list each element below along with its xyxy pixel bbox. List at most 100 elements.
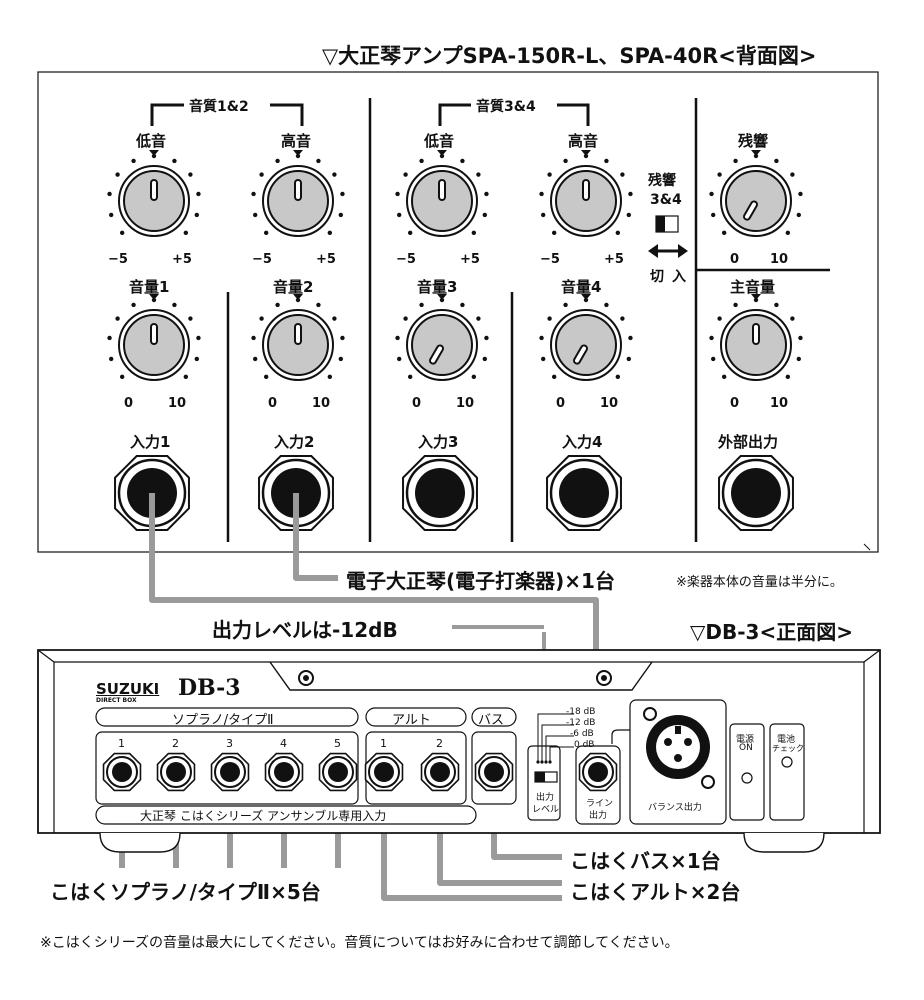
soprano-input-jack-3[interactable] — [210, 752, 250, 792]
battery-label-line1: 電池 — [777, 735, 796, 745]
power-label-line1: 電源 — [736, 735, 755, 745]
output-level-label-line1: 出力 — [536, 793, 555, 803]
reverb34-switch-knob — [656, 216, 665, 232]
group-tone34-label: 音質3&4 — [476, 99, 536, 115]
soprano-number: 5 — [334, 737, 341, 750]
reverb-max: 10 — [770, 252, 789, 267]
line-out-label-line2: 出力 — [589, 811, 608, 821]
section-alto-pill — [365, 707, 467, 727]
volume2-knob[interactable] — [251, 294, 345, 381]
db3-brand-sub: DIRECT BOX — [96, 697, 137, 704]
section-soprano-label: ソプラノ/タイプⅡ — [172, 713, 274, 728]
switch-on-label: 入 — [672, 269, 686, 285]
group-tone12-label: 音質1&2 — [189, 99, 249, 115]
level-option: 0 dB — [574, 740, 595, 750]
section-bass-label: バス — [478, 713, 505, 728]
bass1-knob[interactable] — [107, 150, 201, 237]
soprano-number: 3 — [226, 737, 233, 750]
tone1-max: +5 — [172, 252, 192, 267]
balance-out-label: バランス出力 — [648, 803, 702, 813]
soprano-count-label: こはくソプラノ/タイプⅡ×5台 — [50, 880, 321, 904]
volume1-knob[interactable] — [107, 294, 201, 381]
ensemble-label-pill — [95, 805, 477, 825]
xlr-output-jack — [643, 707, 715, 789]
soprano-input-jack-4[interactable] — [264, 752, 304, 792]
bass-label: 低音 — [136, 132, 167, 150]
power-led — [741, 772, 753, 784]
volume3-label: 音量3 — [417, 278, 458, 296]
bass3-knob[interactable] — [395, 150, 489, 237]
reverb-min: 0 — [730, 252, 740, 267]
input3-jack[interactable] — [402, 455, 478, 531]
battery-led — [781, 756, 793, 768]
vol4-min: 0 — [556, 396, 566, 411]
reverb-knob[interactable] — [709, 150, 803, 237]
electronic-taisho-label: 電子大正琴(電子打楽器)×1台 — [346, 569, 615, 593]
external-out-jack[interactable] — [718, 455, 794, 531]
electronic-taisho-note: ※楽器本体の音量は半分に。 — [676, 575, 843, 590]
input4-label: 入力4 — [562, 433, 603, 451]
input4-jack[interactable] — [546, 455, 622, 531]
footnote: ※こはくシリーズの音量は最大にしてください。音質についてはお好みに合わせて調節し… — [40, 935, 679, 951]
vol1-min: 0 — [124, 396, 134, 411]
external-out-label: 外部出力 — [718, 433, 779, 451]
db3-title: ▽DB-3<正面図> — [690, 620, 853, 644]
vol3-max: 10 — [456, 396, 475, 411]
soprano-number: 2 — [172, 737, 179, 750]
treble-label: 高音 — [281, 132, 312, 150]
tone2-min: −5 — [252, 252, 272, 267]
soprano-input-jack-2[interactable] — [156, 752, 196, 792]
master-label: 主音量 — [730, 278, 776, 296]
volume2-label: 音量2 — [273, 278, 314, 296]
line-out-jack[interactable] — [578, 752, 618, 792]
level-option: -6 dB — [570, 729, 594, 739]
power-label-line2: ON — [739, 743, 753, 753]
alto-number: 1 — [380, 737, 387, 750]
battery-label-line2: チェック — [772, 744, 804, 753]
soprano-input-jack-1[interactable] — [102, 752, 142, 792]
line-out-label-line1: ライン — [586, 799, 614, 809]
soprano-input-jack-5[interactable] — [318, 752, 358, 792]
db3-model: DB-3 — [178, 675, 241, 701]
treble3-knob[interactable] — [539, 150, 633, 237]
input1-label: 入力1 — [130, 433, 171, 451]
reverb-label: 残響 — [738, 132, 769, 150]
treble1-knob[interactable] — [251, 150, 345, 237]
db3-box — [37, 649, 881, 853]
master-volume-knob[interactable] — [709, 294, 803, 381]
tone1-min: −5 — [108, 252, 128, 267]
volume4-label: 音量4 — [561, 278, 602, 296]
volume4-knob[interactable] — [539, 294, 633, 381]
section-soprano-pill — [95, 707, 359, 727]
bass-label: 低音 — [424, 132, 455, 150]
vol3-min: 0 — [412, 396, 422, 411]
reverb34-label-line1: 残響 — [648, 173, 676, 189]
cable-input2 — [293, 493, 338, 581]
screw-icon — [643, 707, 657, 721]
output-level-note: 出力レベルは-12dB — [212, 618, 398, 642]
bass-count-label: こはくバス×1台 — [570, 849, 721, 873]
level-option: -12 dB — [566, 718, 596, 728]
amp-title: ▽大正琴アンプSPA-150R-L、SPA-40R<背面図> — [322, 44, 817, 68]
volume3-knob[interactable] — [395, 294, 489, 381]
treble-label: 高音 — [568, 132, 599, 150]
section-bass-pill — [471, 707, 517, 727]
vol2-max: 10 — [312, 396, 331, 411]
alto-input-jack-2[interactable] — [420, 752, 460, 792]
vol4-max: 10 — [600, 396, 619, 411]
master-max: 10 — [770, 396, 789, 411]
tone2-max: +5 — [316, 252, 336, 267]
double-arrow-icon — [648, 244, 688, 258]
screw-icon — [701, 775, 715, 789]
vol1-max: 10 — [168, 396, 187, 411]
tone4-max: +5 — [604, 252, 624, 267]
output-level-label-line2: レベル — [532, 805, 560, 815]
alto-input-jack-1[interactable] — [364, 752, 404, 792]
bass-input-jack[interactable] — [474, 752, 514, 792]
section-alto-label: アルト — [392, 713, 431, 728]
ensemble-input-label: 大正琴 こはくシリーズ アンサンブル専用入力 — [140, 809, 387, 823]
level-option: -18 dB — [566, 707, 596, 717]
input3-label: 入力3 — [418, 433, 459, 451]
soprano-number: 4 — [280, 737, 287, 750]
